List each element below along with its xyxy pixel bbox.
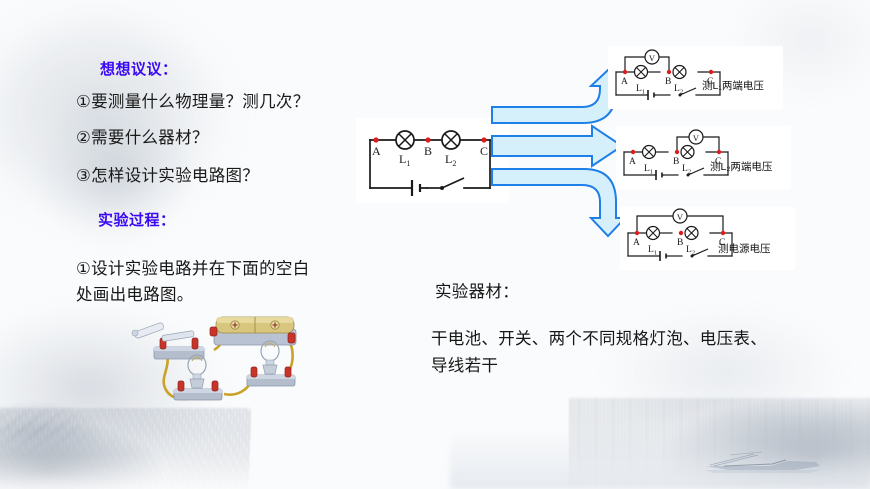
label-lamp-L1: L1 xyxy=(644,164,653,176)
arrow-up xyxy=(491,68,628,124)
label-node-B: B xyxy=(677,238,683,248)
forest-silhouette-right xyxy=(570,398,870,489)
svg-text:V: V xyxy=(693,133,700,143)
battery-pack xyxy=(209,316,297,346)
battery-symbol xyxy=(659,251,668,261)
voltmeter-symbol-3: V xyxy=(672,208,688,224)
lamp-symbol-L2 xyxy=(441,130,461,150)
label-lamp-L2: L2 xyxy=(682,164,691,176)
boat-illustration xyxy=(700,448,850,474)
mist-middle xyxy=(560,300,860,460)
arrow-right xyxy=(491,124,624,168)
lamp-symbol-L2 xyxy=(672,64,687,80)
equipment-line-1: 干电池、开关、两个不同规格灯泡、电压表、 xyxy=(431,330,767,348)
heading-procedure: 实验过程： xyxy=(98,212,176,229)
label-node-B: B xyxy=(424,144,432,158)
svg-text:V: V xyxy=(649,53,656,63)
battery-symbol xyxy=(655,170,664,180)
lamp-symbol-L2 xyxy=(684,225,699,241)
node-dot-A xyxy=(634,230,640,236)
lamp-base-2 xyxy=(246,340,296,387)
label-node-C: C xyxy=(715,157,721,167)
node-dot-B xyxy=(674,149,680,155)
equipment-line-2: 导线若干 xyxy=(431,357,499,375)
equipment-heading: 实验器材： xyxy=(435,283,519,301)
procedure-line-2: 处画出电路图。 xyxy=(76,286,194,304)
label-node-A: A xyxy=(629,157,636,167)
lake-reflection xyxy=(450,419,870,489)
node-dot-A xyxy=(630,149,636,155)
knife-switch xyxy=(131,322,205,360)
circuit-panel-1: V A B C L1 xyxy=(608,46,783,109)
heading-discussion: 想想议议： xyxy=(100,61,178,78)
label-lamp-L1: L1 xyxy=(399,152,410,168)
label-node-C: C xyxy=(707,77,713,87)
lamp-symbol-L1 xyxy=(395,130,415,150)
forest-silhouette-left-far xyxy=(0,400,130,460)
label-lamp-L1: L1 xyxy=(636,84,645,96)
node-dot-A xyxy=(622,69,628,75)
node-dot-C xyxy=(716,149,722,155)
voltmeter-symbol-1: V xyxy=(644,49,660,65)
node-dot-B xyxy=(678,230,684,236)
label-lamp-L2: L2 xyxy=(674,84,683,96)
label-node-A: A xyxy=(633,238,640,248)
battery-symbol xyxy=(647,90,656,100)
lamp-symbol-L2 xyxy=(680,144,695,160)
node-dot-C xyxy=(708,69,714,75)
node-dot-B xyxy=(666,69,672,75)
label-node-B: B xyxy=(665,77,671,87)
circuit-2-caption: 测L₂两端电压 xyxy=(710,161,773,173)
label-lamp-L1: L1 xyxy=(648,245,657,257)
apparatus-photo xyxy=(118,305,323,415)
circuit-1-caption: 测L₁两端电压 xyxy=(702,80,764,92)
main-circuit-panel: A B C L1 L2 xyxy=(356,118,509,203)
lamp-base-1 xyxy=(173,354,223,401)
label-lamp-L2: L2 xyxy=(686,245,695,257)
lamp-symbol-L1 xyxy=(633,64,649,80)
label-node-B: B xyxy=(673,157,679,167)
switch-symbol xyxy=(440,177,465,190)
label-node-A: A xyxy=(621,77,628,87)
label-lamp-L2: L2 xyxy=(445,152,456,168)
circuit-panel-2: V A B C L1 xyxy=(616,126,791,189)
node-dot-C xyxy=(720,230,726,236)
battery-symbol xyxy=(410,180,428,196)
node-dot-A xyxy=(373,137,379,143)
node-dot-B xyxy=(425,137,431,143)
circuit-panel-3: V A B C L1 xyxy=(620,207,795,270)
switch-symbol xyxy=(678,87,697,97)
flow-arrows xyxy=(491,68,632,266)
switch-symbol xyxy=(690,248,709,258)
lamp-symbol-L1 xyxy=(645,225,661,241)
label-node-A: A xyxy=(372,144,381,158)
question-3: ③怎样设计实验电路图？ xyxy=(76,167,260,185)
question-1: ①要测量什么物理量？测几次？ xyxy=(76,93,310,111)
forest-silhouette-left xyxy=(0,408,250,489)
switch-symbol xyxy=(686,167,705,177)
lamp-symbol-L1 xyxy=(641,144,657,160)
arrow-down xyxy=(491,168,628,238)
label-node-C: C xyxy=(719,238,725,248)
label-node-C: C xyxy=(480,144,488,158)
node-dot-C xyxy=(481,137,487,143)
question-2: ②需要什么器材？ xyxy=(76,129,209,147)
circuit-3-caption: 测电源电压 xyxy=(718,243,771,255)
voltmeter-symbol-2: V xyxy=(688,129,704,145)
procedure-line-1: ①设计实验电路并在下面的空白 xyxy=(76,260,310,278)
svg-text:V: V xyxy=(677,212,684,222)
